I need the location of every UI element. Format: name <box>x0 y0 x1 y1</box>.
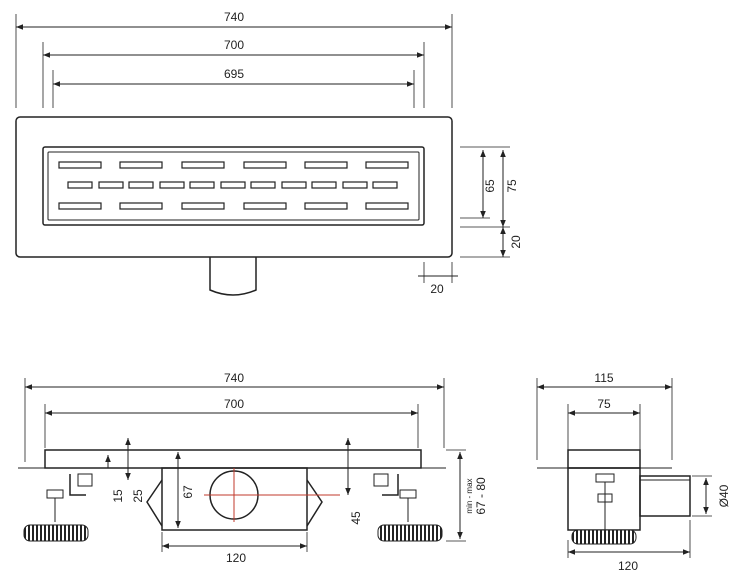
outlet-pipe <box>209 257 257 296</box>
sump-left-wedge <box>146 479 163 527</box>
drain-frame-outline <box>15 116 453 258</box>
grate-slot <box>342 181 368 189</box>
grate-slot <box>119 161 163 169</box>
channel-body <box>44 449 422 469</box>
dim-label-75: 75 <box>505 179 519 193</box>
foot-right <box>377 524 443 542</box>
grate-slot <box>365 202 409 210</box>
grate-slot <box>67 181 93 189</box>
dim-label-45: 45 <box>349 511 363 525</box>
grate-slot <box>181 161 225 169</box>
nut-right <box>399 489 417 499</box>
sump-right-wedge <box>306 479 323 527</box>
dim-label-15: 15 <box>111 489 125 503</box>
dim-label-120: 120 <box>618 559 638 573</box>
dim-label-120: 120 <box>226 551 246 565</box>
grate-slots <box>58 161 409 210</box>
grate-slot <box>311 181 337 189</box>
grate-slot <box>220 181 246 189</box>
dim-label-740: 740 <box>224 10 244 24</box>
grate-slot <box>243 161 287 169</box>
dim-label-min-max: min - max <box>465 478 474 513</box>
dim-label-740: 740 <box>224 371 244 385</box>
dim-label-20-horizontal: 20 <box>430 282 444 296</box>
grate-slot <box>243 202 287 210</box>
dim-label-700: 700 <box>224 397 244 411</box>
grate-slot <box>250 181 276 189</box>
grate-slot <box>372 181 398 189</box>
grate-slot <box>98 181 124 189</box>
bracket-right <box>382 474 399 496</box>
dim-label-75: 75 <box>597 397 611 411</box>
bolt-head-right <box>373 473 389 487</box>
dim-label-20-vertical: 20 <box>509 235 523 249</box>
dim-label-695: 695 <box>224 67 244 81</box>
grate-slot <box>304 161 348 169</box>
grate-slot <box>119 202 163 210</box>
dim-label-65: 65 <box>483 179 497 193</box>
bracket-left <box>69 474 86 496</box>
bolt-head-side <box>595 473 615 483</box>
front-view: 740 700 15 25 67 45 <box>18 371 488 565</box>
channel-section-top <box>567 449 641 469</box>
grate-slot <box>365 161 409 169</box>
grate-slot <box>189 181 215 189</box>
dim-label-115: 115 <box>594 371 613 385</box>
nut-left <box>46 489 64 499</box>
side-view: 115 75 Ø40 120 <box>536 371 731 573</box>
top-view: 740 700 695 <box>15 10 523 296</box>
grate-slot <box>159 181 185 189</box>
grate-outline <box>42 146 425 226</box>
grate-slot <box>58 161 102 169</box>
channel-section-body <box>567 467 641 531</box>
dim-label-40: Ø40 <box>717 484 731 507</box>
grate-slot <box>58 202 102 210</box>
outlet-pipe-side <box>639 475 691 517</box>
bolt-head-left <box>77 473 93 487</box>
dim-label-700: 700 <box>224 38 244 52</box>
dim-label-height-range: 67 - 80 <box>474 477 488 515</box>
grate-slot <box>181 202 225 210</box>
foot-side <box>571 529 637 545</box>
grate-inner-outline <box>47 151 420 221</box>
grate-slot <box>281 181 307 189</box>
grate-slot <box>128 181 154 189</box>
dim-label-25: 25 <box>131 489 145 503</box>
dim-label-67: 67 <box>181 485 195 499</box>
grate-slot <box>304 202 348 210</box>
foot-left <box>23 524 89 542</box>
